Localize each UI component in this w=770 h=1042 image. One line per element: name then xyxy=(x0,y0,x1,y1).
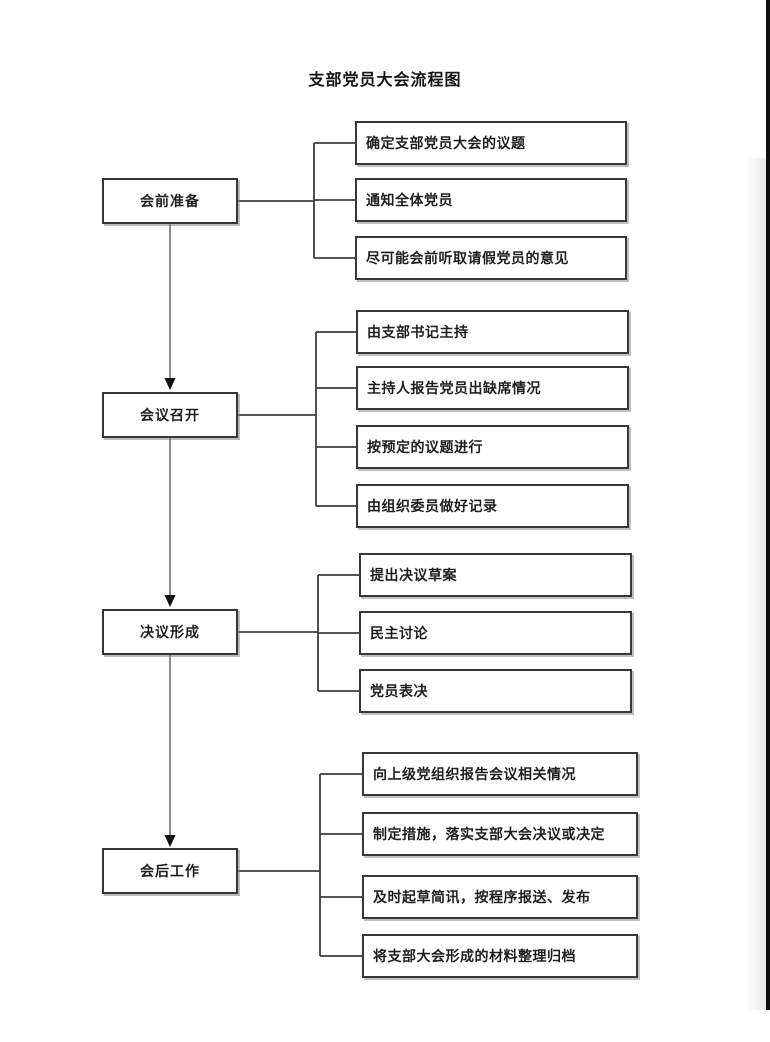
detail-box-2-3: 按预定的议题进行 xyxy=(356,425,629,469)
stage-box-post-meeting: 会后工作 xyxy=(102,848,238,894)
detail-box-1-1: 确定支部党员大会的议题 xyxy=(355,121,627,165)
detail-box-4-1: 向上级党组织报告会议相关情况 xyxy=(362,752,638,796)
detail-box-1-2: 通知全体党员 xyxy=(355,178,627,222)
detail-box-2-4: 由组织委员做好记录 xyxy=(356,484,629,528)
detail-box-3-1: 提出决议草案 xyxy=(359,553,632,597)
detail-box-2-1: 由支部书记主持 xyxy=(356,310,629,354)
page-title: 支部党员大会流程图 xyxy=(308,72,462,89)
detail-box-4-3: 及时起草简讯，按程序报送、发布 xyxy=(362,875,638,919)
connector-group-3 xyxy=(237,574,359,692)
detail-box-1-3: 尽可能会前听取请假党员的意见 xyxy=(355,236,627,280)
connector-group-4 xyxy=(237,773,362,957)
flow-arrow-2 xyxy=(164,438,176,607)
detail-box-3-2: 民主讨论 xyxy=(359,611,632,655)
connector-group-2 xyxy=(237,331,356,507)
stage-box-pre-meeting: 会前准备 xyxy=(102,178,238,224)
flow-arrow-3 xyxy=(164,655,176,847)
detail-box-4-2: 制定措施，落实支部大会决议或决定 xyxy=(362,812,638,856)
stage-box-meeting-convene: 会议召开 xyxy=(102,392,238,438)
flow-arrow-1 xyxy=(164,224,176,390)
detail-box-2-2: 主持人报告党员出缺席情况 xyxy=(356,366,629,410)
connector-group-1 xyxy=(237,142,355,259)
page-right-edge xyxy=(766,0,770,1010)
page-edge-shadow xyxy=(744,158,766,1010)
detail-box-3-3: 党员表决 xyxy=(359,669,632,713)
detail-box-4-4: 将支部大会形成的材料整理归档 xyxy=(362,934,638,978)
stage-box-resolution: 决议形成 xyxy=(102,609,238,655)
